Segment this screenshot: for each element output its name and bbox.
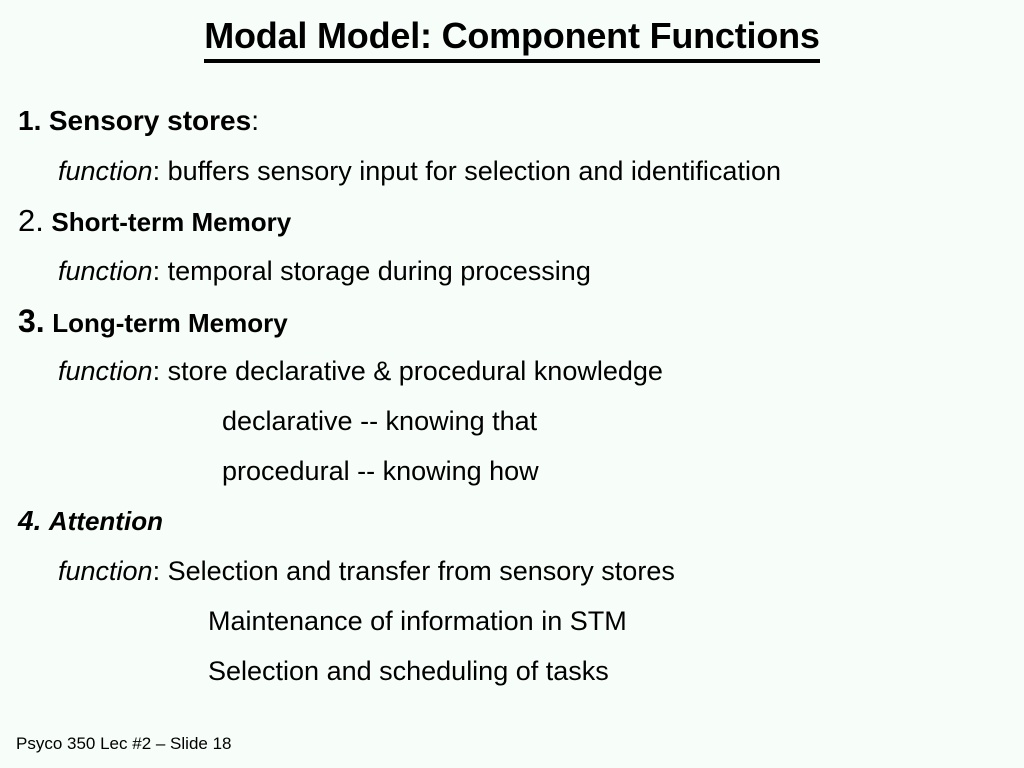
list-item-2-heading: Short-term Memory [51,207,292,237]
list-item-3-number: 3. [18,303,45,339]
function-text-2: temporal storage during processing [167,256,591,286]
slide-title: Modal Model: Component Functions [0,14,1024,63]
function-text-4: Selection and transfer from sensory stor… [167,556,675,586]
function-text-1: buffers sensory input for selection and … [167,156,781,186]
list-item-4: 4. Attention [0,496,1024,546]
list-item-4-number: 4. [18,505,42,536]
function-text-3: store declarative & procedural knowledge [167,356,663,386]
function-label-3: function [58,356,153,386]
list-item-2-number: 2. [18,203,44,238]
list-item-4-heading: Attention [48,506,163,536]
list-item-1-number: 1. [18,105,42,136]
list-item-1: 1. Sensory stores: [0,96,1024,146]
function-separator-3: : [152,356,161,386]
sub-line-scheduling: Selection and scheduling of tasks [208,656,609,686]
list-item-2-function: function: temporal storage during proces… [0,246,1024,296]
slide-footer: Psyco 350 Lec #2 – Slide 18 [16,734,232,753]
function-label-1: function [58,156,153,186]
function-label-4: function [58,556,153,586]
sub-line-procedural: procedural -- knowing how [222,456,539,486]
list-item-1-heading: Sensory stores [48,105,252,136]
list-item-1-trailing: : [251,105,259,136]
function-separator-2: : [152,256,161,286]
sub-line-maintenance: Maintenance of information in STM [208,606,627,636]
function-separator-4: : [152,556,161,586]
slide-body: 1. Sensory stores: function: buffers sen… [0,96,1024,696]
slide-title-text: Modal Model: Component Functions [204,14,820,63]
function-separator-1: : [152,156,161,186]
list-item-3-function: function: store declarative & procedural… [0,346,1024,396]
list-item-2: 2. Short-term Memory [0,196,1024,246]
list-item-1-function: function: buffers sensory input for sele… [0,146,1024,196]
list-item-3: 3. Long-term Memory [0,296,1024,346]
function-label-2: function [58,256,153,286]
sub-line-declarative: declarative -- knowing that [222,406,538,436]
list-item-3-heading: Long-term Memory [52,308,288,338]
list-item-4-function: function: Selection and transfer from se… [0,546,1024,596]
